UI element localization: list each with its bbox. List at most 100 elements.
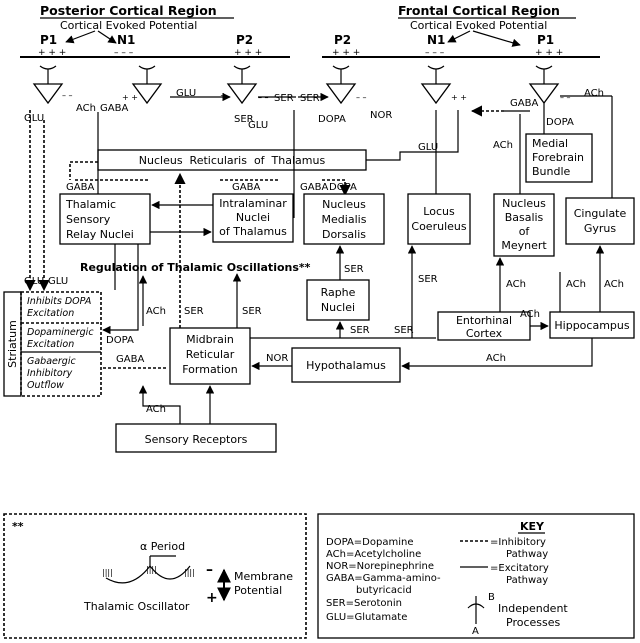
striatum-row2-line2: Excitation: [27, 339, 74, 350]
midbrain-line2: Reticular: [186, 348, 235, 361]
key-a-label: A: [472, 626, 479, 637]
intralaminar-line3: of Thalamus: [219, 225, 287, 238]
striatum-row3-line3: Outflow: [27, 380, 64, 391]
posterior-region-title: Posterior Cortical Region: [40, 3, 217, 18]
key-entry-2: ACh=Acetylcholine: [326, 549, 421, 560]
ach-label-10: ACh: [604, 279, 624, 290]
ser-label-1: SER: [234, 114, 254, 125]
ser-label-8: SER: [394, 325, 414, 336]
gaba-label-5: GABA: [300, 182, 328, 193]
key-excitatory-line2: Pathway: [506, 575, 548, 586]
frontal-p1-label: P1: [537, 33, 554, 47]
hypothalamus-label: Hypothalamus: [306, 359, 386, 372]
ser-label-3: SER: [300, 93, 320, 104]
frontal-region-title: Frontal Cortical Region: [398, 3, 560, 18]
medialis-line3: Dorsalis: [322, 228, 366, 241]
gaba-label-2: GABA: [510, 98, 538, 109]
ach-label-3: ACh: [493, 140, 513, 151]
glu-label-3: GLU: [248, 120, 268, 131]
striatum-row1-line2: Excitation: [27, 308, 74, 319]
glu-label-2: GLU: [176, 88, 196, 99]
ser-label-2: SER: [274, 93, 294, 104]
ach-label-9: ACh: [566, 279, 586, 290]
frontal-p2-sign: + + +: [332, 48, 360, 58]
key-entry-3: NOR=Norepinephrine: [326, 561, 434, 572]
frontal-p2-label: P2: [334, 33, 351, 47]
alpha-period-label: α Period: [140, 540, 185, 553]
key-independent-line2: Processes: [506, 616, 560, 629]
posterior-p1-label: P1: [40, 33, 57, 47]
posterior-p2-label: P2: [236, 33, 253, 47]
key-independent-line1: Independent: [498, 602, 568, 615]
striatum-row3-line2: Inhibitory: [27, 368, 73, 379]
membrane-minus: –: [206, 562, 213, 578]
ser-label-4: SER: [344, 264, 364, 275]
thalamic-sensory-line3: Relay Nuclei: [66, 228, 134, 241]
cortical-neurons: – – + + + – – – – + + – –: [32, 65, 571, 105]
basalis-line2: Basalis: [505, 211, 544, 224]
locus-line2: Coeruleus: [411, 220, 466, 233]
ach-label-2: ACh: [584, 88, 604, 99]
dopa-label-2: DOPA: [546, 117, 574, 128]
key-b-label: B: [488, 592, 495, 603]
independent-processes-icon: [467, 596, 485, 624]
frontal-n1-sign: – – –: [425, 48, 445, 58]
gaba-label-1: GABA: [100, 103, 128, 114]
glu-label-6: GLU: [48, 276, 68, 287]
medialis-line2: Medialis: [322, 213, 367, 226]
glu-label-5: GLU: [24, 276, 44, 287]
key-entry-6: SER=Serotonin: [326, 598, 402, 609]
key-entry-5: butyricacid: [356, 585, 412, 596]
gaba-label-3: GABA: [66, 182, 94, 193]
posterior-cep-label: Cortical Evoked Potential: [60, 19, 197, 32]
ach-label-6: ACh: [146, 404, 166, 415]
forebrain-line2: Forebrain: [532, 151, 584, 164]
frontal-n1-label: N1: [427, 33, 445, 47]
striatum-row3-line1: Gabaergic: [27, 356, 76, 367]
frontal-p1-sign: + + +: [535, 48, 563, 58]
forebrain-line1: Medial: [532, 137, 568, 150]
membrane-line2: Potential: [234, 584, 282, 597]
dopa-label-4: DOPA: [106, 335, 134, 346]
striatum-row1-line1: Inhibits DOPA: [27, 296, 91, 307]
basalis-line3: of: [519, 225, 531, 238]
striatum-label: Striatum: [6, 320, 19, 368]
membrane-line1: Membrane: [234, 570, 293, 583]
cingulate-line1: Cingulate: [574, 207, 627, 220]
entorhinal-line2: Cortex: [466, 327, 503, 340]
oscillator-stars: **: [12, 520, 24, 533]
key-entry-7: GLU=Glutamate: [326, 612, 407, 623]
locus-line1: Locus: [423, 205, 455, 218]
entorhinal-line1: Entorhinal: [456, 314, 512, 327]
ach-label-4: ACh: [520, 309, 540, 320]
posterior-p2-sign: + + +: [234, 48, 262, 58]
intralaminar-line2: Nuclei: [236, 211, 270, 224]
key-inhibitory-line2: Pathway: [506, 549, 548, 560]
key-entry-1: DOPA=Dopamine: [326, 537, 414, 548]
nor-label-1: NOR: [370, 110, 392, 121]
ser-label-6: SER: [242, 306, 262, 317]
sensory-receptors-label: Sensory Receptors: [145, 433, 248, 446]
forebrain-line3: Bundle: [532, 165, 571, 178]
intralaminar-line1: Intralaminar: [219, 197, 287, 210]
glu-label-4: GLU: [418, 142, 438, 153]
svg-text:+ +: + +: [451, 93, 467, 102]
ser-label-5: SER: [184, 306, 204, 317]
gaba-label-6: GABA: [116, 354, 144, 365]
posterior-p1-sign: + + +: [38, 48, 66, 58]
thalamic-sensory-line1: Thalamic: [65, 198, 116, 211]
ach-label-5: ACh: [486, 353, 506, 364]
frontal-cep-label: Cortical Evoked Potential: [410, 19, 547, 32]
nucleus-reticularis-label: Nucleus Reticularis of Thalamus: [139, 154, 326, 167]
ach-label-7: ACh: [146, 306, 166, 317]
thalamic-sensory-line2: Sensory: [66, 213, 111, 226]
svg-text:– –: – –: [560, 93, 571, 102]
svg-text:||||: ||||: [146, 565, 157, 574]
svg-text:+: +: [220, 91, 227, 100]
key-excitatory-line1: =Excitatory: [490, 563, 549, 574]
cingulate-line2: Gyrus: [584, 222, 617, 235]
svg-text:||||: ||||: [102, 568, 113, 577]
key-entry-4: GABA=Gamma-amino-: [326, 573, 441, 584]
membrane-plus: +: [206, 590, 218, 606]
